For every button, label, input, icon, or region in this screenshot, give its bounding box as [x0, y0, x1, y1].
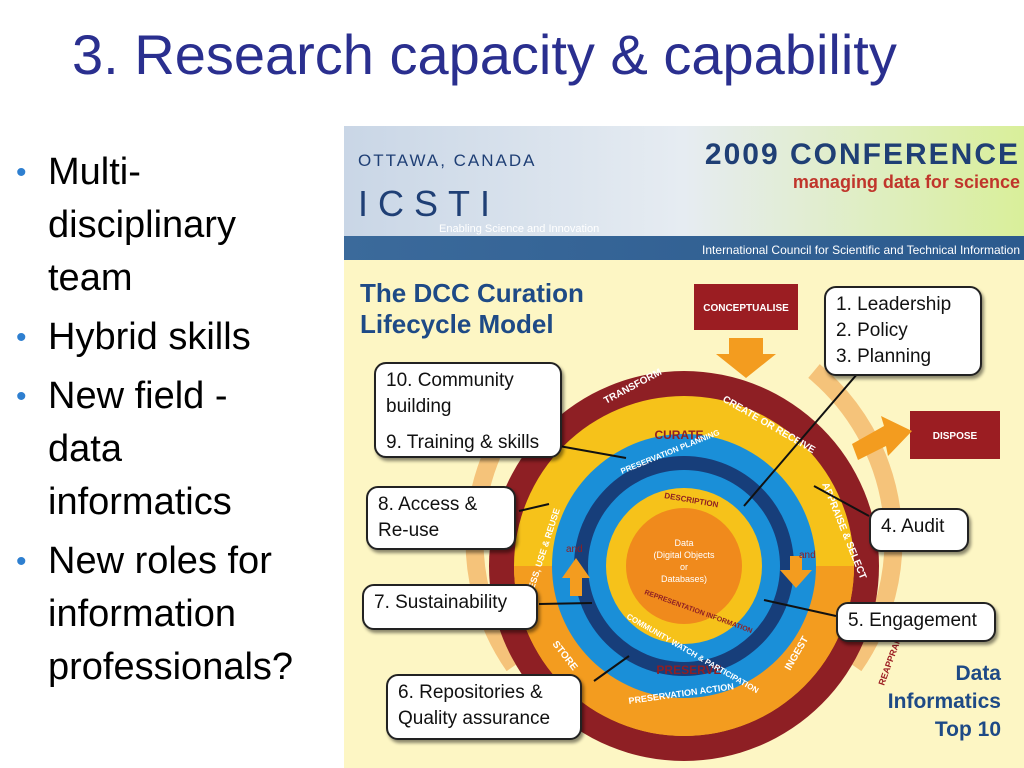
model-title-line2: Lifecycle Model [360, 309, 554, 339]
banner-location: OTTAWA, CANADA [358, 151, 537, 170]
and-right-arrow [780, 556, 812, 588]
pointer-access [518, 503, 550, 512]
bullet-item: • Multi- disciplinary team [12, 146, 344, 305]
pointer-sustainability [538, 602, 593, 605]
core-line4: Databases) [661, 574, 707, 584]
banner-background [344, 126, 1024, 236]
lifecycle-diagram: OTTAWA, CANADA ICSTI Enabling Science an… [344, 126, 1024, 768]
pointer-engagement [763, 599, 837, 617]
pointer-training [558, 445, 627, 459]
core-line1: Data [674, 538, 693, 548]
callout-repositories: 6. Repositories & Quality assurance [386, 674, 582, 740]
bullet-item: • Hybrid skills [12, 311, 344, 364]
preserve-label: PRESERVE [656, 663, 721, 677]
conceptualise-box [694, 284, 798, 330]
bullet-dot-icon: • [16, 380, 27, 413]
callout-access: 8. Access & Re-use [366, 486, 516, 550]
bullet-item: • New field - data informatics [12, 370, 344, 529]
banner-conference: 2009 CONFERENCE [705, 138, 1020, 171]
dispose-arrow [852, 416, 912, 460]
icsti-logo: ICSTI [358, 183, 500, 224]
bullet-dot-icon: • [16, 156, 27, 189]
and-left-arrow [562, 558, 590, 596]
slide-title: 3. Research capacity & capability [72, 23, 897, 86]
and-left-label: and [566, 544, 583, 555]
pointer-planning [743, 365, 865, 507]
dispose-box [910, 411, 1000, 459]
banner-logo-sub: Enabling Science and Innovation [439, 223, 599, 235]
core-line2: (Digital Objects [653, 550, 715, 560]
bullet-dot-icon: • [16, 321, 27, 354]
conceptualise-label: CONCEPTUALISE [703, 303, 789, 314]
callout-community: 10. Community building 9. Training & ski… [374, 362, 562, 458]
conceptualise-arrow [716, 338, 776, 378]
banner-strip [344, 236, 1024, 260]
top10-line2: Informatics [888, 690, 1001, 713]
dispose-label: DISPOSE [933, 431, 978, 442]
and-right-label: and [799, 550, 816, 561]
top10-line3: Top 10 [935, 718, 1001, 741]
callout-audit: 4. Audit [869, 508, 969, 552]
banner-council: International Council for Scientific and… [702, 243, 1020, 257]
bullet-list: • Multi- disciplinary team • Hybrid skil… [12, 146, 344, 700]
callout-planning: 1. Leadership 2. Policy 3. Planning [824, 286, 982, 376]
pointer-audit [813, 485, 870, 517]
curate-label: CURATE [654, 428, 703, 442]
pointer-repositories [593, 655, 630, 682]
data-core [626, 508, 742, 624]
bullet-dot-icon: • [16, 545, 27, 578]
dcc-lifecycle-figure: OTTAWA, CANADA ICSTI Enabling Science an… [344, 126, 1024, 768]
top10-line1: Data [955, 662, 1001, 685]
bullet-item: • New roles for information professional… [12, 535, 344, 694]
banner-tagline: managing data for science [793, 172, 1020, 192]
model-title-line1: The DCC Curation [360, 278, 584, 308]
callout-engagement: 5. Engagement [836, 602, 996, 642]
core-line3: or [680, 562, 688, 572]
callout-sustainability: 7. Sustainability [362, 584, 538, 630]
